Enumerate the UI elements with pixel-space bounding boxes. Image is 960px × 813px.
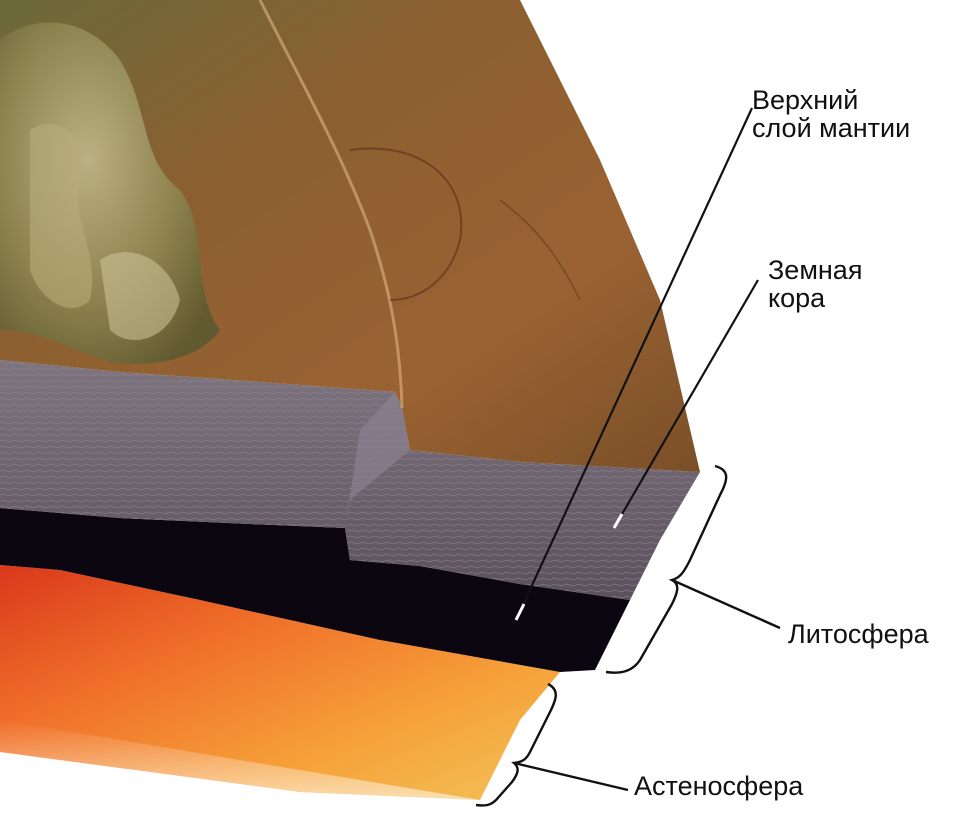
asthenosphere-label: Астеносфера (634, 772, 803, 800)
crust-label-line2: кора (768, 284, 862, 312)
upper-mantle-label: Верхний слой мантии (752, 86, 910, 142)
upper-mantle-label-line2: слой мантии (752, 114, 910, 142)
upper-mantle-label-line1: Верхний (752, 86, 910, 114)
crust-label: Земная кора (768, 256, 862, 312)
lithosphere-label: Литосфера (788, 620, 929, 648)
crust-label-line1: Земная (768, 256, 862, 284)
